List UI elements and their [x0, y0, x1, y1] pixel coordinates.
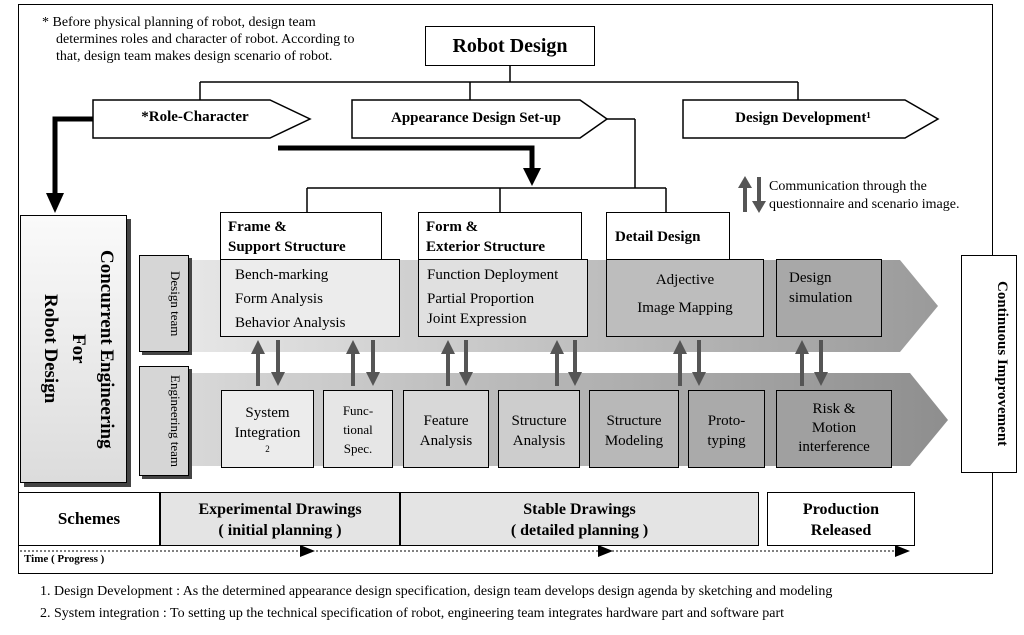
- eng-risk-line-1: Risk &: [812, 401, 856, 417]
- eng-risk-motion: Risk & Motion interference: [776, 390, 892, 468]
- eng-structure-analysis: Structure Analysis: [498, 390, 580, 468]
- legend-line-1: Communication through the: [769, 179, 927, 194]
- eng-func-line-3: Spec.: [343, 441, 373, 456]
- item-image-mapping: Image Mapping: [637, 300, 733, 316]
- eng-system-footnote-mark: 2: [265, 444, 270, 454]
- appearance-setup-shape: [351, 99, 609, 139]
- eng-system-integration: System Integration 2: [221, 390, 314, 468]
- category-detail-title: Detail Design: [615, 229, 701, 245]
- note-line-2: determines roles and character of robot.…: [56, 32, 355, 47]
- stable-line-2: ( detailed planning ): [510, 522, 649, 539]
- eng-risk-line-3: interference: [798, 439, 870, 455]
- eng-risk-line-2: Motion: [811, 420, 857, 436]
- design-development-shape: [682, 99, 940, 139]
- category-detail-design: Detail Design: [606, 212, 730, 260]
- robot-design-title: Robot Design: [425, 26, 595, 66]
- category-frame-title-1: Frame &: [228, 219, 287, 235]
- intro-note: * Before physical planning of robot, des…: [42, 14, 355, 65]
- role-character-shape: [92, 99, 312, 139]
- eng-feature-line-2: Analysis: [419, 433, 473, 449]
- concurrent-line-2: For: [68, 334, 89, 364]
- footnote-1: 1. Design Development : As the determine…: [40, 584, 833, 599]
- timeline-schemes: Schemes: [18, 492, 160, 546]
- item-adjective: Adjective: [655, 272, 715, 288]
- footnote-2: 2. System integration : To setting up th…: [40, 606, 785, 621]
- eng-structure-modeling-line-1: Structure: [606, 413, 662, 429]
- production-line-1: Production: [802, 501, 880, 518]
- production-line-2: Released: [810, 522, 872, 539]
- experimental-line-2: ( initial planning ): [218, 522, 342, 539]
- design-simulation-line-1: Design: [789, 270, 832, 286]
- eng-feature-line-1: Feature: [423, 413, 469, 429]
- stage-role-character: *Role-Character: [141, 109, 249, 125]
- design-team-label: Design team: [168, 271, 183, 337]
- item-bench-marking: Bench-marking: [235, 267, 329, 283]
- design-simulation-box: Design simulation: [776, 259, 882, 337]
- legend-line-2: questionnaire and scenario image.: [769, 197, 960, 212]
- continuous-improvement-label: Continuous Improvement: [994, 281, 1010, 447]
- category-form-title-2: Exterior Structure: [426, 239, 545, 255]
- stage-appearance-setup: Appearance Design Set-up: [390, 110, 561, 126]
- timeline-stable: Stable Drawings ( detailed planning ): [400, 492, 759, 546]
- concurrent-line-3: Robot Design: [40, 294, 61, 404]
- eng-functional-spec: Func- tional Spec.: [323, 390, 393, 468]
- eng-func-line-1: Func-: [342, 403, 374, 418]
- stage-design-development: Design Development¹: [735, 110, 871, 126]
- item-function-deployment: Function Deployment: [427, 267, 559, 283]
- note-line-3: that, design team makes design scenario …: [56, 49, 333, 64]
- timeline-experimental: Experimental Drawings ( initial planning…: [160, 492, 400, 546]
- experimental-line-1: Experimental Drawings: [198, 501, 362, 518]
- eng-func-line-2: tional: [343, 422, 373, 437]
- concurrent-engineering-label: Concurrent Engineering For Robot Design: [30, 222, 120, 476]
- item-form-analysis: Form Analysis: [235, 291, 323, 307]
- detail-design-items: Adjective Image Mapping: [606, 259, 764, 337]
- item-partial-proportion: Partial Proportion: [427, 291, 535, 307]
- frame-support-items: Bench-marking Form Analysis Behavior Ana…: [220, 259, 400, 337]
- eng-structure-analysis-line-1: Structure: [511, 413, 567, 429]
- design-simulation-line-2: simulation: [789, 290, 853, 306]
- category-form-exterior: Form & Exterior Structure: [418, 212, 582, 260]
- continuous-improvement-box: [961, 255, 1017, 473]
- communication-legend: Communication through the questionnaire …: [769, 178, 959, 214]
- item-behavior-analysis: Behavior Analysis: [235, 315, 346, 331]
- concurrent-line-1: Concurrent Engineering: [96, 249, 117, 449]
- eng-system-line-2: Integration: [234, 425, 301, 441]
- category-form-title-1: Form &: [426, 219, 479, 235]
- eng-prototyping-line-1: Proto-: [707, 413, 746, 429]
- engineering-team-label-box: [139, 366, 189, 476]
- eng-structure-analysis-line-2: Analysis: [512, 433, 566, 449]
- note-line-1: * Before physical planning of robot, des…: [42, 15, 316, 30]
- item-joint-expression: Joint Expression: [427, 311, 527, 327]
- eng-structure-modeling: Structure Modeling: [589, 390, 679, 468]
- eng-system-line-1: System: [245, 405, 290, 421]
- stable-line-1: Stable Drawings: [523, 501, 636, 518]
- eng-structure-modeling-line-2: Modeling: [604, 433, 664, 449]
- category-frame-support: Frame & Support Structure: [220, 212, 382, 260]
- eng-prototyping: Proto- typing: [688, 390, 765, 468]
- timeline-production: Production Released: [767, 492, 915, 546]
- design-team-label-box: [139, 255, 189, 352]
- eng-prototyping-line-2: typing: [707, 433, 746, 449]
- form-exterior-items: Function Deployment Partial Proportion J…: [418, 259, 588, 337]
- concurrent-engineering-box: [20, 215, 127, 483]
- category-frame-title-2: Support Structure: [228, 239, 346, 255]
- time-axis-label: Time ( Progress ): [24, 553, 105, 565]
- eng-feature-analysis: Feature Analysis: [403, 390, 489, 468]
- engineering-team-label: Engineering team: [168, 374, 183, 468]
